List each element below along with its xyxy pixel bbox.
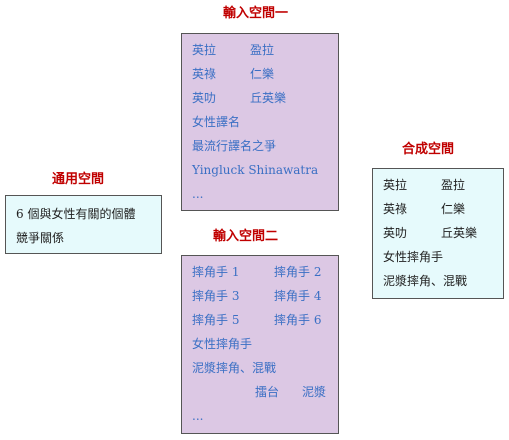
term: 英祿: [383, 202, 408, 216]
space-1-row-5: 最流行譯名之爭: [182, 134, 338, 158]
term: 仁樂: [441, 202, 466, 216]
generic-row-2: 競爭關係: [6, 226, 161, 250]
space-1-row-3: 英叻 丘英樂: [182, 86, 338, 110]
space-1-row-7: ...: [182, 182, 338, 206]
blended-row-3: 英叻 丘英樂: [373, 221, 503, 245]
term: Yingluck Shinawatra: [192, 163, 319, 177]
generic-space-title: 通用空間: [52, 172, 105, 187]
term: 丘英樂: [250, 91, 287, 105]
input-space-2-title: 輸入空間二: [213, 229, 279, 244]
space-1-row-2: 英祿 仁樂: [182, 62, 338, 86]
space-2-row-1: 摔角手 1 摔角手 2: [182, 260, 338, 284]
space-2-row-3: 摔角手 5 摔角手 6: [182, 308, 338, 332]
space-2-row-6: 擂台 泥漿: [182, 380, 338, 404]
input-space-1-title: 輸入空間一: [223, 6, 289, 21]
term: 摔角手 3: [192, 289, 240, 303]
term: 摔角手 2: [274, 265, 322, 279]
term: 英叻: [383, 226, 408, 240]
blended-space-title: 合成空間: [402, 142, 455, 157]
space-1-row-4: 女性譯名: [182, 110, 338, 134]
space-2-row-7: ...: [182, 404, 338, 428]
term: 泥漿摔角、混戰: [383, 274, 468, 288]
generic-space-box: 6 個與女性有關的個體 競爭關係: [5, 195, 162, 254]
space-2-row-5: 泥漿摔角、混戰: [182, 356, 338, 380]
blended-row-1: 英拉 盈拉: [373, 173, 503, 197]
term: 摔角手 1: [192, 265, 240, 279]
term: 競爭關係: [16, 231, 65, 245]
blended-row-5: 泥漿摔角、混戰: [373, 269, 503, 293]
term: 女性摔角手: [192, 337, 253, 351]
term: 英拉: [192, 43, 217, 57]
input-space-2-box: 摔角手 1 摔角手 2 摔角手 3 摔角手 4 摔角手 5 摔角手 6 女性摔角…: [181, 255, 339, 434]
blended-row-4: 女性摔角手: [373, 245, 503, 269]
term: 女性摔角手: [383, 250, 444, 264]
term: 摔角手 6: [274, 313, 322, 327]
space-1-row-1: 英拉 盈拉: [182, 38, 338, 62]
ellipsis: ...: [192, 187, 204, 201]
term: 盈拉: [441, 178, 466, 192]
term: 英拉: [383, 178, 408, 192]
term: 仁樂: [250, 67, 275, 81]
term: 摔角手 5: [192, 313, 240, 327]
term: 6 個與女性有關的個體: [16, 207, 136, 221]
ellipsis: ...: [192, 409, 204, 423]
term: 女性譯名: [192, 115, 241, 129]
term: 擂台: [255, 385, 280, 399]
term: 最流行譯名之爭: [192, 139, 277, 153]
space-1-row-6: Yingluck Shinawatra: [182, 158, 338, 182]
term: 盈拉: [250, 43, 275, 57]
space-2-row-4: 女性摔角手: [182, 332, 338, 356]
term: 泥漿: [302, 385, 327, 399]
generic-row-1: 6 個與女性有關的個體: [6, 202, 161, 226]
term: 英祿: [192, 67, 217, 81]
space-2-row-2: 摔角手 3 摔角手 4: [182, 284, 338, 308]
input-space-1-box: 英拉 盈拉 英祿 仁樂 英叻 丘英樂 女性譯名 最流行譯名之爭 Yingluck…: [181, 33, 339, 211]
blended-space-box: 英拉 盈拉 英祿 仁樂 英叻 丘英樂 女性摔角手 泥漿摔角、混戰: [372, 168, 504, 299]
term: 摔角手 4: [274, 289, 322, 303]
term: 英叻: [192, 91, 217, 105]
term: 泥漿摔角、混戰: [192, 361, 277, 375]
term: 丘英樂: [441, 226, 478, 240]
blended-row-2: 英祿 仁樂: [373, 197, 503, 221]
